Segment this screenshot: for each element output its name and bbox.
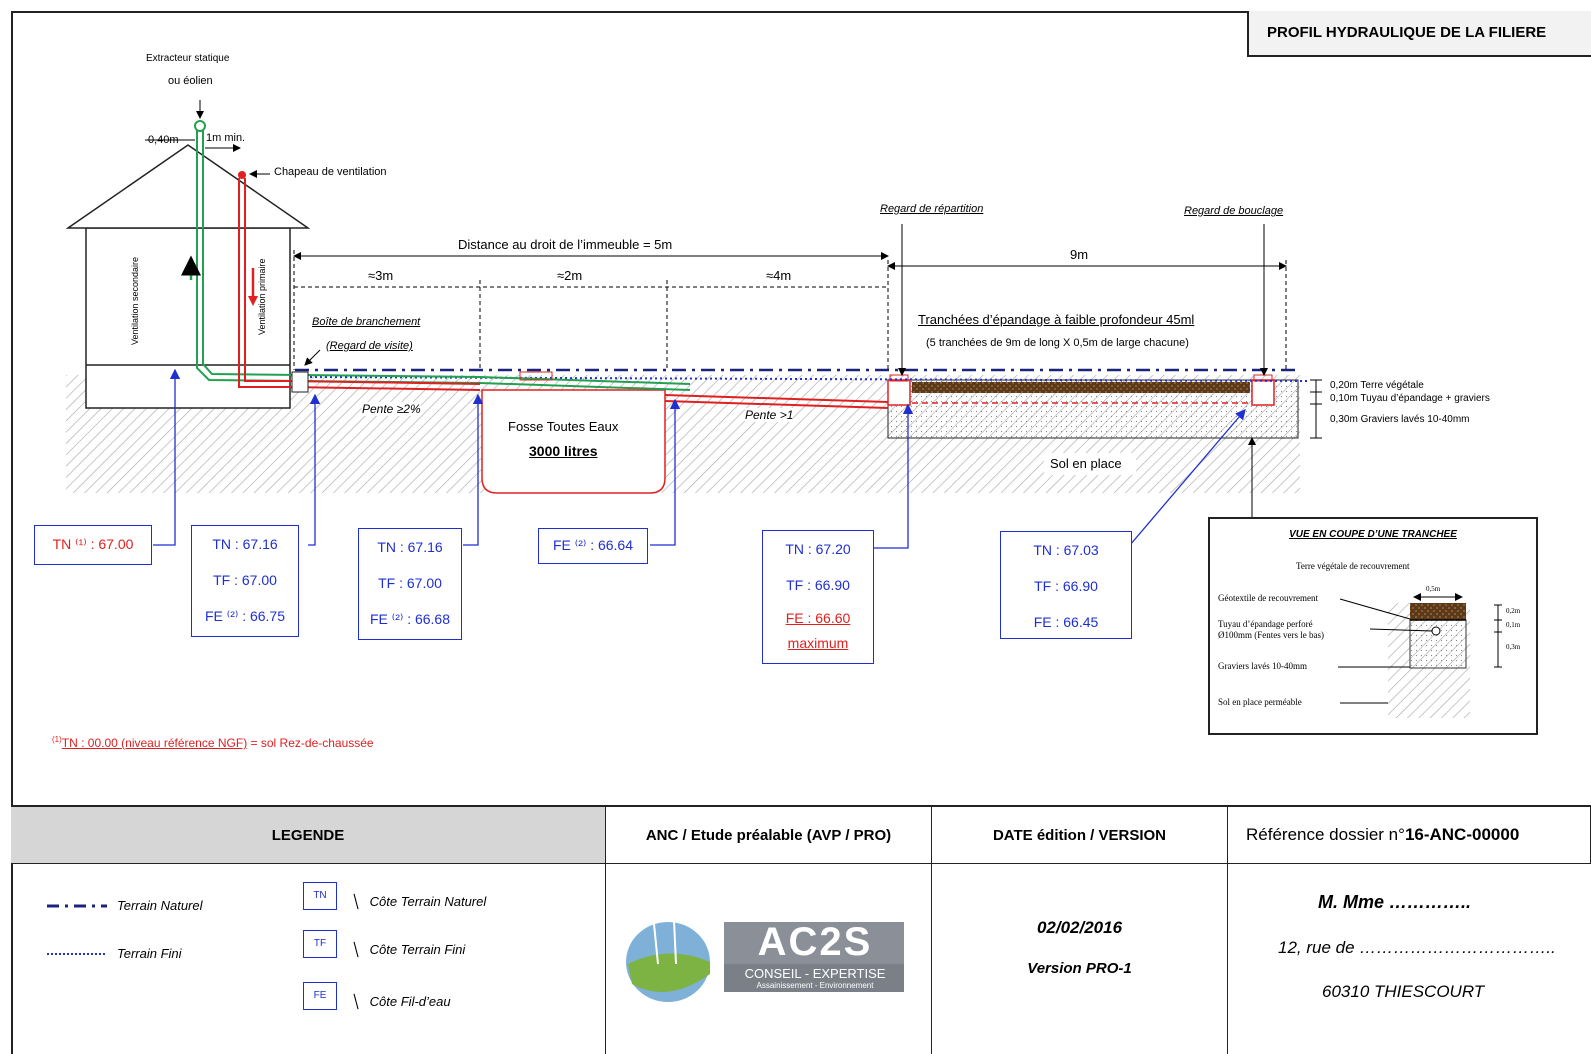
- septic-tank: [481, 389, 666, 494]
- legend-tf-line: Terrain Fini: [117, 946, 182, 961]
- vent-primaire-label: Ventilation primaire: [257, 258, 267, 335]
- tranchees-label: Tranchées d’épandage à faible profondeur…: [918, 312, 1195, 327]
- edition-date: 02/02/2016: [1036, 918, 1123, 937]
- legend-tf-desc: ╲ Côte Terrain Fini: [351, 942, 466, 957]
- legend-tn-box: TN: [303, 882, 337, 910]
- regard-bouclage-label: Regard de bouclage: [1184, 205, 1284, 217]
- fosse-volume-label: 3000 litres: [529, 443, 598, 459]
- distance-label: Distance au droit de l’immeuble = 5m: [458, 237, 673, 252]
- legend-header: LEGENDE: [11, 807, 606, 864]
- logo-sub-text-1: CONSEIL - EXPERTISE: [744, 966, 886, 981]
- couche-2-label: 0,10m Tuyau d’épandage + graviers: [1330, 393, 1490, 404]
- page-title: PROFIL HYDRAULIQUE DE LA FILIERE: [1247, 11, 1591, 57]
- client-city: 60310 THIESCOURT: [1322, 982, 1485, 1001]
- legend-fe-box: FE: [303, 982, 337, 1010]
- house: [65, 144, 311, 409]
- anc-header: ANC / Etude préalable (AVP / PRO): [606, 807, 932, 864]
- trench-cross-section: VUE EN COUPE D’UNE TRANCHEE Terre végéta…: [1208, 517, 1538, 735]
- cut-h1-label: 0,2m: [1506, 607, 1521, 615]
- date-cell: 02/02/2016 Version PRO-1: [932, 864, 1228, 1054]
- legend-tn-desc: ╲ Côte Terrain Naturel: [351, 894, 487, 909]
- ref-header: Référence dossier n°16-ANC-00000: [1228, 807, 1591, 864]
- cut-terre-label: Terre végétale de recouvrement: [1296, 561, 1410, 571]
- dim-1m-label: 1m min.: [206, 132, 246, 144]
- sol-place-label: Sol en place: [1050, 456, 1122, 471]
- cross-section-title: VUE EN COUPE D’UNE TRANCHEE: [1289, 529, 1457, 540]
- chapeau-label: Chapeau de ventilation: [274, 166, 387, 178]
- fosse-label: Fosse Toutes Eaux: [508, 419, 619, 434]
- primary-ventilation-pipe: [238, 178, 889, 409]
- client-cell: M. Mme ………….. 12, rue de …………………………….. 6…: [1228, 864, 1591, 1054]
- dim-040-label: 0,40m: [148, 134, 179, 146]
- version-label: Version PRO-1: [1027, 960, 1132, 977]
- client-street: 12, rue de ……………………………..: [1278, 938, 1556, 957]
- cut-graviers-label: Graviers lavés 10-40mm: [1218, 661, 1307, 671]
- legend-tn-line: Terrain Naturel: [117, 898, 203, 913]
- cut-tuyau-label-2: Ø100mm (Fentes vers le bas): [1218, 630, 1324, 640]
- logo-sub-text-2: Assainissement - Environnement: [756, 981, 874, 990]
- pente-2-label: Pente ≥2%: [362, 402, 421, 416]
- cut-h3-label: 0,3m: [1506, 643, 1521, 651]
- elevation-box-1: TN ⁽¹⁾ : 67.00: [34, 525, 152, 565]
- legend-tf-box: TF: [303, 930, 337, 958]
- leader-lines: [153, 368, 1246, 549]
- drawing-frame: [11, 11, 1591, 1054]
- cut-geotextile-label: Géotextile de recouvrement: [1218, 593, 1318, 603]
- legend-fe-desc: ╲ Côte Fil-d’eau: [351, 994, 451, 1009]
- d2-label: ≈2m: [557, 268, 583, 283]
- legend-cell: Terrain Naturel Terrain Fini TN TF FE ╲ …: [11, 864, 606, 1054]
- secondary-ventilation-pipe: [196, 128, 691, 391]
- extractor-label-2: ou éolien: [168, 75, 213, 87]
- logo-main-text: AC2S: [757, 920, 873, 964]
- legend-table: LEGENDE ANC / Etude préalable (AVP / PRO…: [11, 805, 1591, 1054]
- d4-label: ≈4m: [766, 268, 792, 283]
- d9-label: 9m: [1070, 247, 1089, 262]
- cross-section-drawing: [1338, 593, 1502, 718]
- tranchees-detail-label: (5 tranchées de 9m de long X 0,5m de lar…: [926, 337, 1189, 349]
- elevation-box-4: FE ⁽²⁾ : 66.64: [538, 528, 648, 564]
- vent-secondaire-label: Ventilation secondaire: [130, 256, 140, 345]
- cut-sol-label: Sol en place perméable: [1218, 697, 1302, 707]
- dimension-lines: [145, 100, 1322, 517]
- terrain-fini-line: [299, 376, 1311, 382]
- pente-1-label: Pente >1: [745, 408, 794, 422]
- couche-1-label: 0,20m Terre végétale: [1330, 380, 1424, 391]
- d3-label: ≈3m: [368, 268, 394, 283]
- boite-label: Boîte de branchement: [312, 316, 421, 328]
- cut-tuyau-label-1: Tuyau d’épandage perforé: [1218, 619, 1313, 629]
- logo-cell: AC2S CONSEIL - EXPERTISE Assainissement …: [606, 864, 932, 1054]
- regard-visite-label: (Regard de visite): [326, 340, 413, 352]
- date-header: DATE édition / VERSION: [932, 807, 1228, 864]
- footnote: (1)TN : 00.00 (niveau référence NGF) = s…: [52, 735, 374, 750]
- company-logo: [626, 919, 904, 1002]
- cut-width-label: 0,5m: [1426, 585, 1441, 593]
- cut-h2-label: 0,1m: [1506, 621, 1521, 629]
- client-name: M. Mme …………..: [1318, 892, 1472, 912]
- extractor-label-1: Extracteur statique: [146, 53, 230, 64]
- regard-repartition-label: Regard de répartition: [880, 203, 984, 215]
- couche-3-label: 0,30m Graviers lavés 10-40mm: [1330, 414, 1470, 425]
- trench-gravel: [912, 382, 1250, 393]
